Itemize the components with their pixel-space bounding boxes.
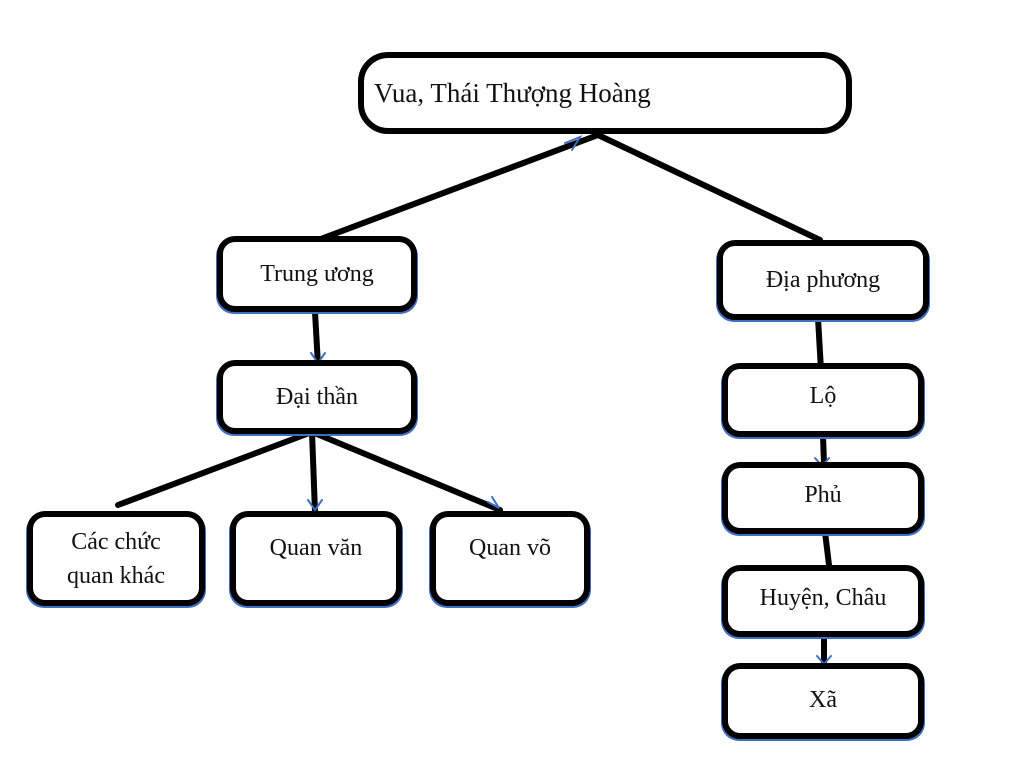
- grand-minister-node: Đại thần: [217, 360, 417, 434]
- level-lo-label: Lộ: [809, 383, 837, 409]
- military-officials-label: Quan võ: [469, 535, 551, 561]
- civil-officials-node: Quan văn: [230, 511, 402, 606]
- connector-central-to-minister: [312, 309, 321, 368]
- civil-officials-label: Quan văn: [269, 535, 363, 561]
- connector-minister-to-civil: [309, 429, 318, 515]
- local-government-node: Địa phương: [717, 240, 929, 320]
- level-phu-label: Phủ: [804, 482, 842, 508]
- level-phu-node: Phủ: [722, 462, 924, 534]
- level-xa-node: Xã: [722, 663, 924, 739]
- level-xa-label: Xã: [809, 687, 837, 713]
- root-node-king: Vua, Thái Thượng Hoàng: [358, 52, 852, 134]
- central-government-label: Trung ương: [260, 261, 374, 287]
- connector-minister-to-other: [115, 429, 315, 508]
- local-government-label: Địa phương: [765, 267, 881, 293]
- military-officials-node: Quan võ: [430, 511, 590, 606]
- connector-lo-to-phu: [820, 432, 827, 467]
- arrowhead-mark: [487, 496, 500, 509]
- grand-minister-label: Đại thần: [276, 384, 358, 410]
- central-government-node: Trung ương: [217, 236, 417, 312]
- level-huyen-chau-node: Huyện, Châu: [722, 565, 924, 637]
- connector-phu-to-huyen: [822, 529, 832, 568]
- level-lo-node: Lộ: [722, 363, 924, 437]
- connector-root-to-central: [315, 132, 601, 243]
- other-officials-label-line1: Các chức: [71, 528, 161, 555]
- root-node-label: Vua, Thái Thượng Hoàng: [374, 78, 651, 108]
- arrowhead-mark: [564, 134, 583, 151]
- other-officials-node: Các chức quan khác: [27, 511, 205, 606]
- connector-root-to-local: [595, 132, 823, 243]
- arrowhead-mark: [307, 499, 323, 512]
- connector-local-to-lo: [815, 315, 824, 373]
- connector-minister-to-military: [309, 429, 503, 513]
- other-officials-label-line2: quan khác: [67, 562, 165, 589]
- level-huyen-chau-label: Huyện, Châu: [759, 585, 887, 611]
